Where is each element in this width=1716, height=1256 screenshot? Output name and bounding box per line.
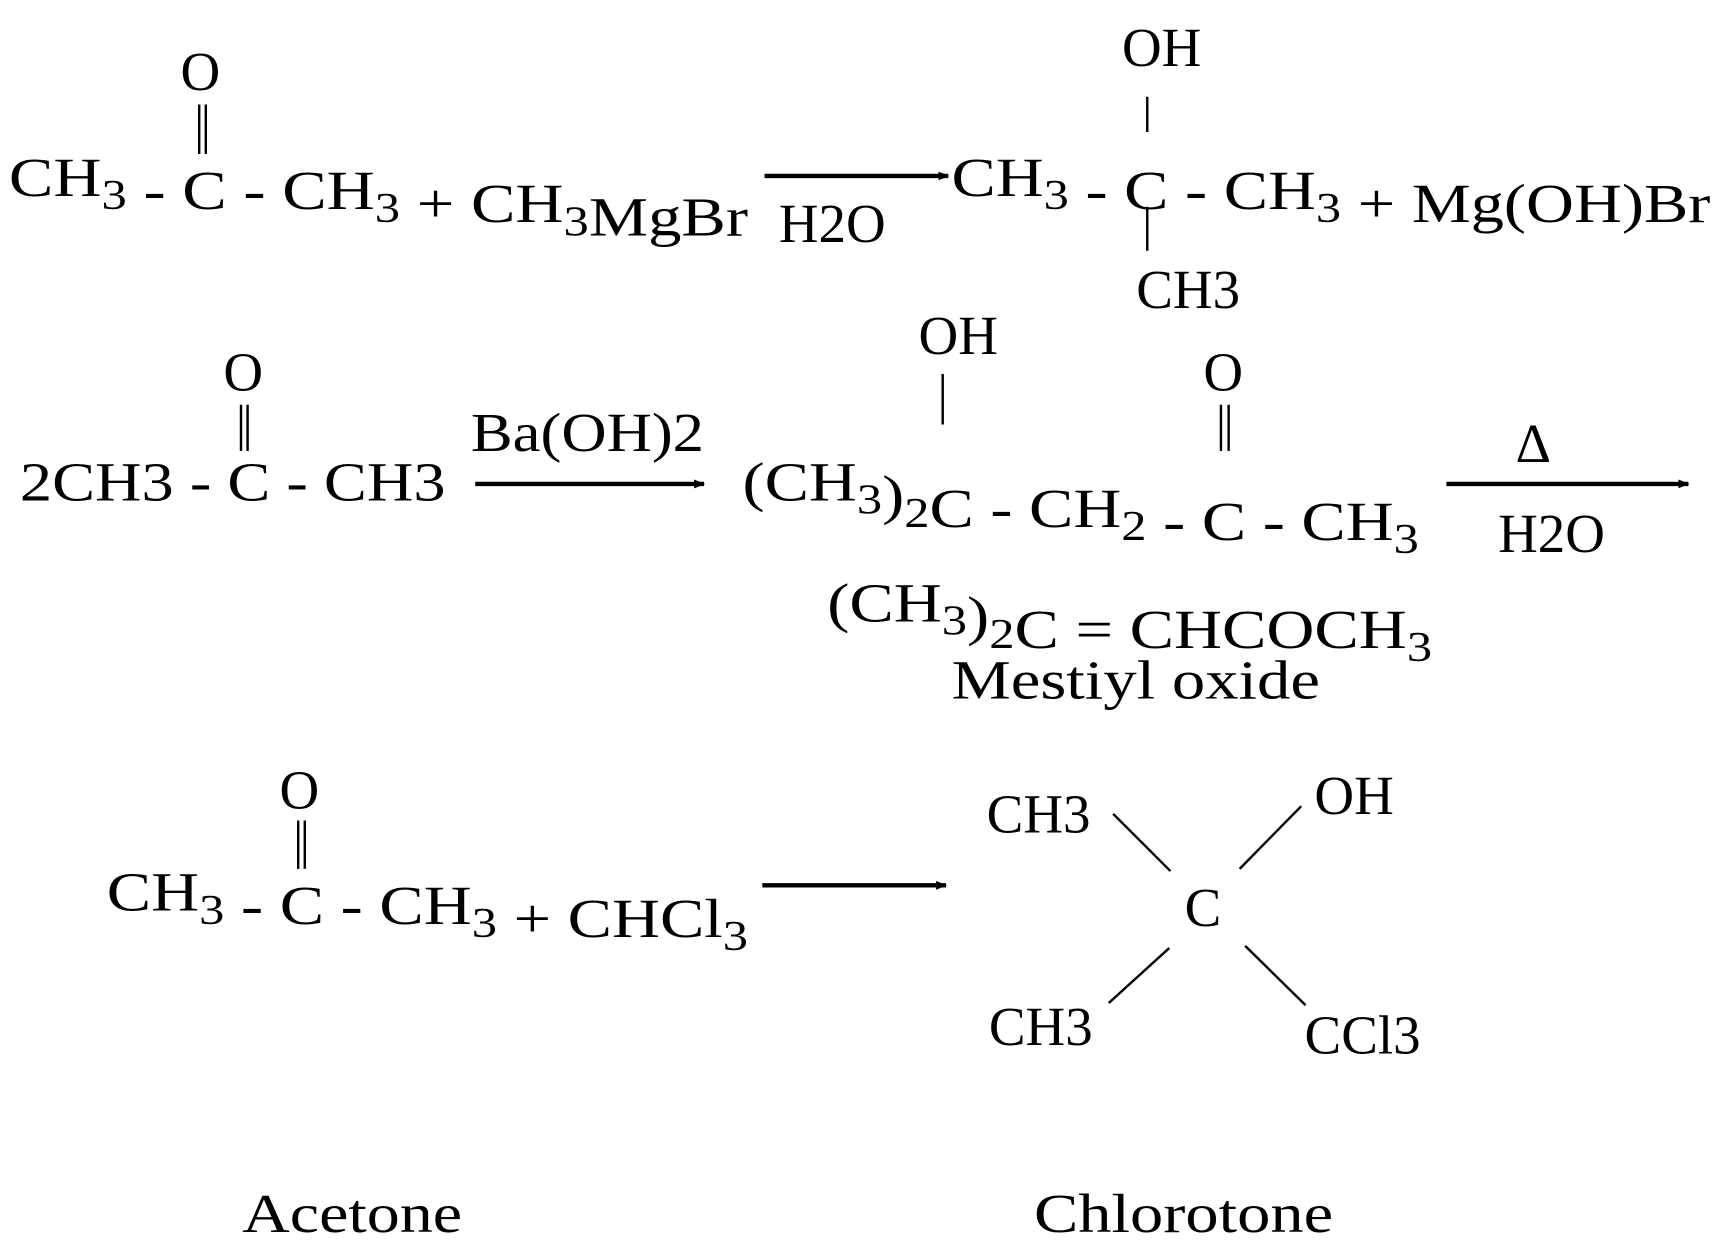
single-bond <box>1107 947 1171 1004</box>
subscript: 3 <box>199 888 224 934</box>
subscript: 3 <box>101 173 126 219</box>
subscript: 3 <box>1407 625 1432 671</box>
subscript: 3 <box>375 186 400 232</box>
acetone-label: Acetone <box>242 1183 462 1244</box>
subscript: 2 <box>904 491 929 537</box>
arrow-reagent-baoh2: Ba(OH)2 <box>471 402 704 463</box>
arrow-reagent-water: H2O <box>1498 503 1605 564</box>
intermediate-hydroxyl: OH <box>918 305 997 366</box>
chlorotone-methyl-top: CH3 <box>987 784 1091 845</box>
chlorotone-central-carbon: C <box>1185 877 1222 938</box>
subscript: 3 <box>1394 517 1419 563</box>
subscript: 2 <box>989 612 1014 658</box>
subscript: 3 <box>564 199 589 245</box>
mesityl-oxide-label: Mestiyl oxide <box>951 649 1319 710</box>
subscript: 3 <box>723 914 748 960</box>
subscript: 3 <box>1316 186 1341 232</box>
acetone-carbonyl-oxygen: O <box>223 341 263 402</box>
single-bond <box>1238 805 1303 870</box>
arrow-reagent-water: H2O <box>779 193 886 254</box>
aldol-reactant: 2CH3 - C - CH3 <box>20 451 446 512</box>
subscript: 3 <box>942 599 967 645</box>
subscript: 3 <box>1044 173 1069 219</box>
product-hydroxyl: OH <box>1122 17 1201 78</box>
acetone-carbonyl-oxygen: O <box>279 759 319 820</box>
intermediate-carbonyl-oxygen: O <box>1203 341 1243 402</box>
single-bond <box>1244 944 1307 1007</box>
subscript: 3 <box>472 901 497 947</box>
chlorotone-methyl-bottom: CH3 <box>989 996 1093 1057</box>
subscript: 3 <box>857 478 882 524</box>
product-methyl: CH3 <box>1136 259 1240 320</box>
acetone-carbonyl-oxygen: O <box>181 41 221 102</box>
heat-symbol: Δ <box>1516 413 1551 474</box>
single-bond <box>1112 813 1172 872</box>
subscript: 2 <box>1121 504 1146 550</box>
chlorotone-trichloromethyl: CCl3 <box>1305 1005 1421 1066</box>
chlorotone-label: Chlorotone <box>1034 1183 1333 1244</box>
chlorotone-hydroxyl: OH <box>1314 765 1393 826</box>
